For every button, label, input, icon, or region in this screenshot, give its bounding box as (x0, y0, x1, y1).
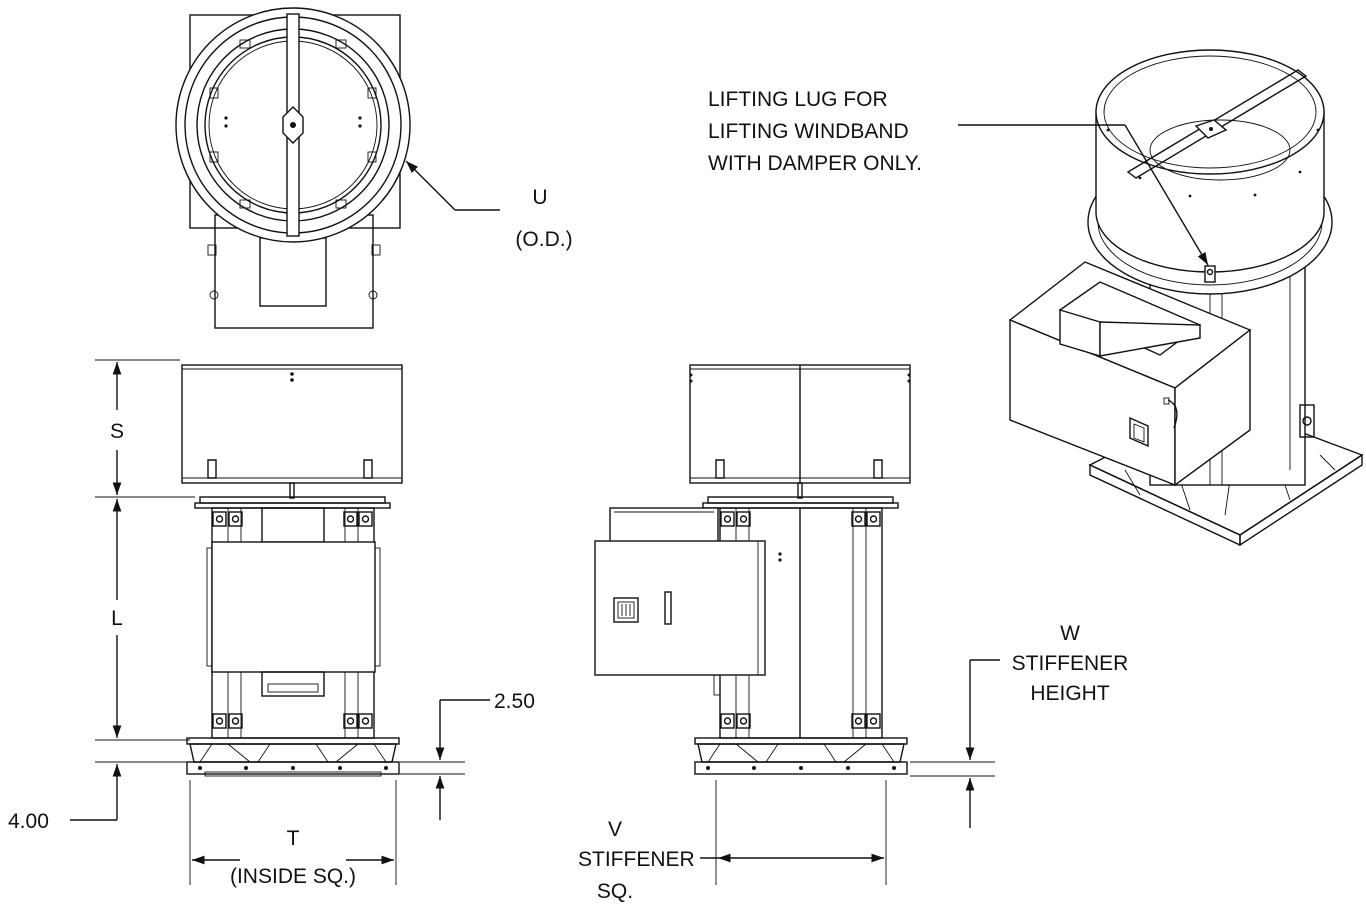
dim-250-label: 2.50 (494, 690, 535, 713)
t-dim-label: T (287, 827, 300, 850)
w-dimension (910, 659, 1000, 828)
lug-line2-label: LIFTING WINDBAND (708, 120, 909, 143)
u-leader (405, 160, 500, 211)
w-dim-label: W (1060, 622, 1080, 645)
dim-250 (400, 699, 490, 820)
lifting-lug-leader (958, 124, 1209, 266)
l-dim-label: L (111, 607, 123, 630)
w-line2-label: STIFFENER (1012, 652, 1129, 675)
isometric-view (1008, 49, 1364, 547)
v-line2-label: STIFFENER (578, 848, 695, 871)
t-dimension (189, 780, 397, 885)
u-sub-label: (O.D.) (515, 228, 572, 251)
dim-400-label: 4.00 (8, 810, 49, 833)
v-dim-label: V (608, 818, 622, 841)
s-l-dimensions (70, 359, 195, 821)
top-view (175, 7, 411, 329)
v-dimension (700, 780, 887, 885)
lug-line3-label: WITH DAMPER ONLY. (708, 152, 922, 175)
t-sub-label: (INSIDE SQ.) (230, 865, 356, 888)
lug-line1-label: LIFTING LUG FOR (708, 88, 888, 111)
front-view (181, 364, 403, 777)
u-dim-label: U (532, 186, 547, 209)
w-line3-label: HEIGHT (1030, 682, 1110, 705)
s-dim-label: S (110, 420, 124, 443)
v-line3-label: SQ. (597, 880, 633, 903)
side-view (594, 364, 911, 775)
